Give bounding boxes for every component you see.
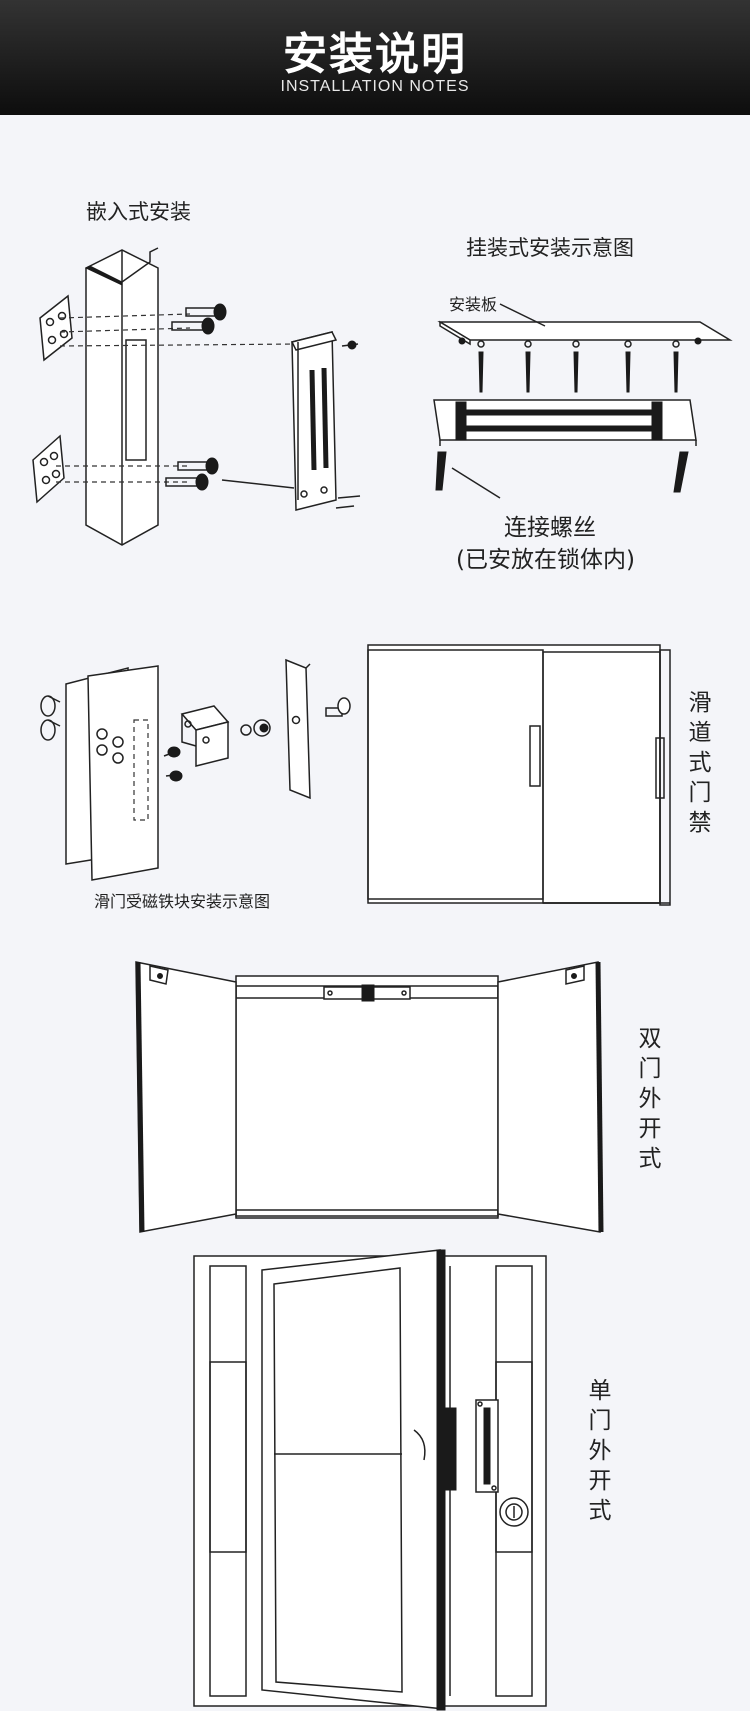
screw-icon [177, 457, 219, 475]
double-door-label: 双门外开式 [638, 1026, 662, 1172]
screw-icon [477, 340, 485, 393]
single-door-leaf [261, 1249, 457, 1711]
bracket-upper [39, 294, 73, 362]
bracket-lower [32, 434, 65, 504]
anchor-plug [40, 695, 61, 717]
screw-icon [341, 340, 359, 350]
screw-icon [163, 746, 181, 758]
screw-icon [185, 303, 227, 321]
embedded-install-label: 嵌入式安装 [86, 200, 191, 224]
right-door-leaf [497, 961, 604, 1233]
connecting-screw-left [435, 451, 447, 491]
mounting-plate-label: 安装板 [449, 295, 498, 314]
sliding-armature-label: 滑门受磁铁块安装示意图 [94, 892, 271, 911]
magnetic-lock-body [433, 399, 697, 446]
screw-icon [335, 495, 361, 509]
door-frame-profile [84, 247, 159, 546]
magnetic-lock-body [221, 331, 338, 511]
header-banner: 安装说明 INSTALLATION NOTES [0, 0, 750, 115]
page-title: 安装说明 [283, 29, 467, 80]
washer-icon [240, 719, 271, 737]
sliding-door-label: 滑道式门禁 [688, 690, 712, 836]
armature-plate [285, 658, 311, 800]
screw-icon [624, 340, 632, 393]
single-door-label: 单门外开式 [588, 1378, 612, 1524]
hanging-install-label: 挂装式安装示意图 [466, 236, 634, 260]
connecting-screw-label: 连接螺丝 [504, 515, 596, 541]
screw-icon [171, 317, 215, 335]
angle-bracket [180, 705, 230, 767]
lock-cylinder-icon [499, 1497, 529, 1527]
double-door-lock [323, 984, 411, 1002]
left-door-leaf [135, 961, 237, 1233]
mounting-plate [437, 303, 733, 346]
screw-icon [165, 473, 209, 491]
screw-icon [524, 340, 532, 393]
anchor-plug [40, 719, 61, 741]
screw-icon [165, 770, 183, 782]
sliding-door-panel [65, 665, 159, 881]
bolt-icon [325, 697, 351, 717]
connecting-screw-note: (已安放在锁体内) [456, 547, 635, 573]
page-subtitle: INSTALLATION NOTES [280, 78, 470, 95]
screw-icon [572, 340, 580, 393]
single-door-lock [475, 1399, 499, 1493]
connecting-screw-right [673, 451, 689, 493]
mounting-screws [477, 340, 680, 393]
screw-icon [672, 340, 680, 393]
